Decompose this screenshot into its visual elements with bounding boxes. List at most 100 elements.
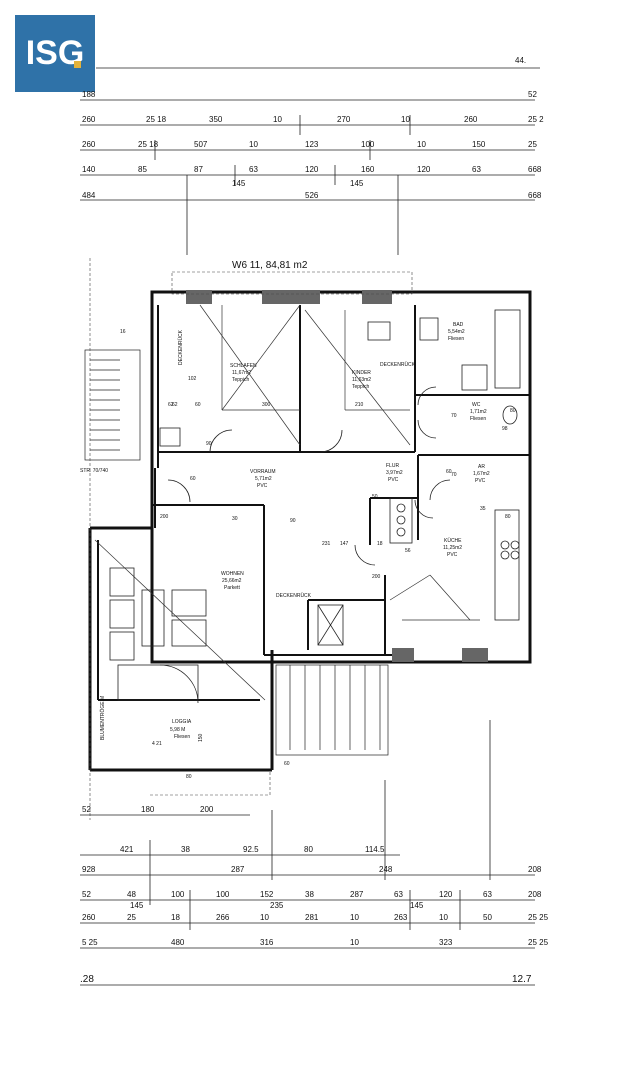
dimension-label: 260 bbox=[464, 115, 478, 124]
dimension-label: 350 bbox=[209, 115, 223, 124]
dimension-label: 188 bbox=[82, 90, 96, 99]
room-labels: SCHLAFEN 11,67m2 Teppich KINDER 11,63m2 … bbox=[80, 322, 490, 747]
inner-dimension-label: 18 bbox=[377, 541, 383, 547]
room-area-wc: 1,71m2 bbox=[470, 409, 487, 415]
dimension-label: 421 bbox=[120, 845, 134, 854]
dimension-label: 52 bbox=[82, 890, 91, 899]
dimension-label: 316 bbox=[260, 938, 274, 947]
room-name-ar: AR bbox=[478, 464, 485, 470]
inner-dimension-label: 200 bbox=[160, 514, 169, 520]
dimension-label: 25 18 bbox=[146, 115, 167, 124]
inner-dimension-label: 90 bbox=[290, 518, 296, 524]
inner-dimension-label: 70 bbox=[451, 472, 457, 478]
label-loggia-depth: 150 bbox=[198, 733, 204, 742]
dimension-label: 38 bbox=[305, 890, 314, 899]
partial-bottom-right: 12.7 bbox=[512, 974, 532, 985]
apartment-title: W6 11, 84,81 m2 bbox=[232, 260, 308, 271]
dimension-label: 5 25 bbox=[82, 938, 98, 947]
top-dimension-lines bbox=[80, 67, 540, 255]
room-name-loggia: LOGGIA bbox=[172, 719, 192, 725]
dimension-label: 140 bbox=[82, 165, 96, 174]
room-floor-wc: Fliesen bbox=[470, 416, 486, 422]
windows bbox=[186, 290, 488, 662]
inner-dimension-label: 35 bbox=[480, 506, 486, 512]
label-loggia-width: 4 21 bbox=[152, 741, 162, 747]
dimension-label: 52 bbox=[82, 805, 91, 814]
room-floor-vorraum: PVC bbox=[257, 483, 268, 489]
inner-dimension-label: 147 bbox=[340, 541, 349, 547]
dimension-label: 25 bbox=[127, 913, 136, 922]
dimension-label: 263 bbox=[394, 913, 408, 922]
dimension-label: 526 bbox=[305, 191, 319, 200]
dimension-label: 248 bbox=[379, 865, 393, 874]
room-name-schlafen: SCHLAFEN bbox=[230, 363, 257, 369]
title-group: W6 11, 84,81 m2 44. .28 12.7 bbox=[80, 56, 532, 985]
dimension-label: 10 bbox=[417, 140, 426, 149]
dimension-label: 120 bbox=[439, 890, 453, 899]
inner-dimension-label: 60 bbox=[190, 476, 196, 482]
room-area-wohnen: 25,66m2 bbox=[222, 578, 242, 584]
dimension-label: 25 2 bbox=[528, 115, 544, 124]
dimension-label: 668 bbox=[528, 165, 542, 174]
inner-dimension-label: 70 bbox=[451, 413, 457, 419]
dimension-label: 114.5 bbox=[365, 845, 385, 854]
dimension-label: 10 bbox=[273, 115, 282, 124]
dimension-label: 323 bbox=[439, 938, 453, 947]
room-floor-loggia: Fliesen bbox=[174, 734, 190, 740]
dimension-label: 120 bbox=[305, 165, 319, 174]
room-area-bad: 5,54m2 bbox=[448, 329, 465, 335]
room-area-flur: 3,97m2 bbox=[386, 470, 403, 476]
dimension-label: 38 bbox=[181, 845, 190, 854]
room-name-kueche: KÜCHE bbox=[444, 537, 462, 544]
dimension-label: 52 bbox=[528, 90, 537, 99]
inner-dimension-label: 60 bbox=[195, 402, 201, 408]
dimension-label: 287 bbox=[350, 890, 364, 899]
dimension-label: 25 25 bbox=[528, 938, 549, 947]
inner-dimension-label: 80 bbox=[186, 774, 192, 780]
dimension-label: 48 bbox=[127, 890, 136, 899]
bottom-dimension-lines bbox=[80, 720, 535, 986]
dimension-label: 928 bbox=[82, 865, 96, 874]
dimension-label: 260 bbox=[82, 140, 96, 149]
dimension-label: 18 bbox=[171, 913, 180, 922]
inner-dimension-label: 30 bbox=[232, 516, 238, 522]
inner-dimension-label: 210 bbox=[355, 402, 364, 408]
interior-walls bbox=[97, 305, 530, 701]
dimension-label: 260 bbox=[82, 913, 96, 922]
inner-dimension-label: 60 bbox=[284, 761, 290, 767]
dimension-label: 80 bbox=[304, 845, 313, 854]
dimension-label: 507 bbox=[194, 140, 208, 149]
inner-dimension-label: 56 bbox=[405, 548, 411, 554]
inner-dimension-label: 231 bbox=[322, 541, 331, 547]
room-floor-ar: PVC bbox=[475, 478, 486, 484]
dimension-label: 270 bbox=[337, 115, 351, 124]
dimension-label: 120 bbox=[417, 165, 431, 174]
dimension-label: 25 18 bbox=[138, 140, 159, 149]
dimension-label: 10 bbox=[260, 913, 269, 922]
room-floor-schlafen: Teppich bbox=[232, 377, 249, 383]
isg-logo: ISG bbox=[15, 15, 95, 92]
logo-dot bbox=[74, 61, 81, 68]
dimension-label: 10 bbox=[439, 913, 448, 922]
dimension-label: 63 bbox=[472, 165, 481, 174]
label-blumentroege: BLUMENTRÖGE M bbox=[99, 696, 106, 740]
inner-dimension-label: 80 bbox=[510, 408, 516, 414]
room-name-kinder: KINDER bbox=[352, 370, 371, 376]
dashed-outline bbox=[89, 258, 413, 820]
dimension-label: 150 bbox=[472, 140, 486, 149]
dimension-label: 92.5 bbox=[243, 845, 259, 854]
dimension-label: 266 bbox=[216, 913, 230, 922]
stair-left bbox=[84, 349, 141, 461]
dimension-label: 180 bbox=[141, 805, 155, 814]
dimension-label: 145 bbox=[130, 901, 144, 910]
dimension-label: 10 bbox=[249, 140, 258, 149]
dimension-label: 145 bbox=[232, 179, 246, 188]
room-area-vorraum: 5,71m2 bbox=[255, 476, 272, 482]
inner-dimension-label: 98 bbox=[502, 426, 508, 432]
inner-dimension-label: 200 bbox=[372, 574, 381, 580]
dimension-label: 100 bbox=[171, 890, 185, 899]
dimension-label: 100 bbox=[216, 890, 230, 899]
partial-top-label: 44. bbox=[515, 56, 526, 65]
dimension-label: 145 bbox=[350, 179, 364, 188]
